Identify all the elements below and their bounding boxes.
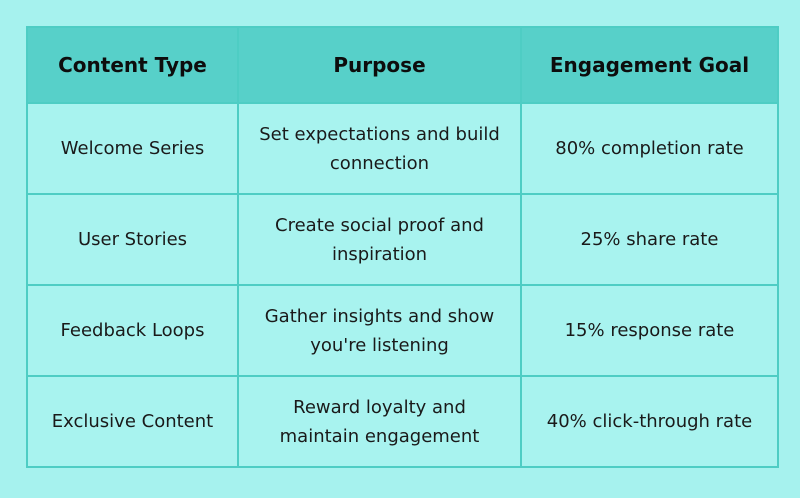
content-strategy-table: Content Type Purpose Engagement Goal Wel…: [26, 26, 779, 468]
cell-content-type: Welcome Series: [26, 102, 239, 195]
table-row: Welcome Series Set expectations and buil…: [26, 102, 779, 195]
header-content-type: Content Type: [26, 26, 239, 104]
table-row: Exclusive Content Reward loyalty and mai…: [26, 375, 779, 468]
table-row: Feedback Loops Gather insights and show …: [26, 284, 779, 377]
cell-engagement-goal: 25% share rate: [520, 193, 779, 286]
cell-engagement-goal: 15% response rate: [520, 284, 779, 377]
table-header-row: Content Type Purpose Engagement Goal: [26, 26, 779, 104]
cell-engagement-goal: 40% click-through rate: [520, 375, 779, 468]
cell-content-type: User Stories: [26, 193, 239, 286]
header-purpose: Purpose: [237, 26, 522, 104]
cell-purpose: Create social proof and inspiration: [237, 193, 522, 286]
header-engagement-goal: Engagement Goal: [520, 26, 779, 104]
cell-engagement-goal: 80% completion rate: [520, 102, 779, 195]
content-strategy-table-container: Content Type Purpose Engagement Goal Wel…: [26, 26, 779, 468]
cell-purpose: Reward loyalty and maintain engagement: [237, 375, 522, 468]
table-row: User Stories Create social proof and ins…: [26, 193, 779, 286]
cell-purpose: Gather insights and show you're listenin…: [237, 284, 522, 377]
cell-purpose: Set expectations and build connection: [237, 102, 522, 195]
cell-content-type: Exclusive Content: [26, 375, 239, 468]
cell-content-type: Feedback Loops: [26, 284, 239, 377]
